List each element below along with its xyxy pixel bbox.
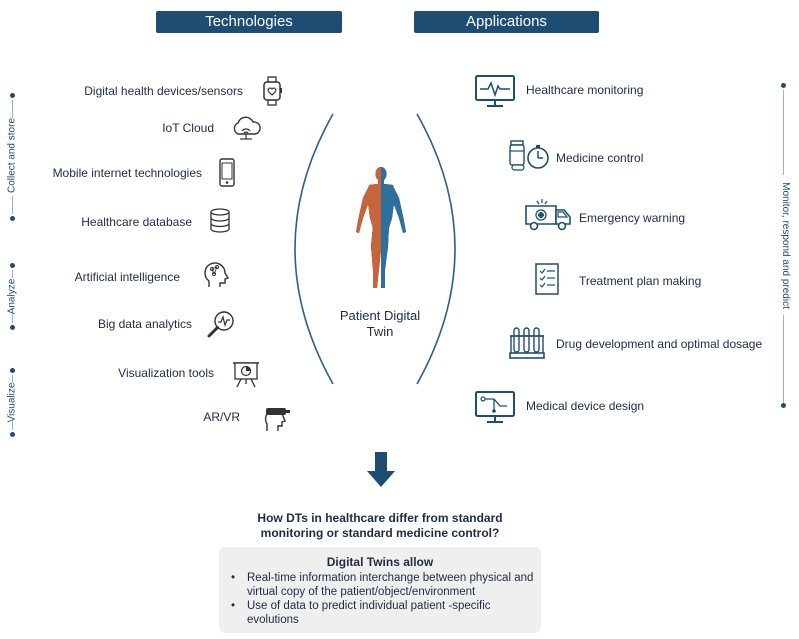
tech-item-label: Mobile internet technologies [52,166,202,180]
checklist-icon [535,263,559,295]
app-item-label: Healthcare monitoring [526,83,644,97]
pdt-line1: Patient Digital [339,308,421,323]
magnifier-chart-icon [207,311,234,338]
phase-line [12,196,13,214]
tech-item-label: Healthcare database [81,215,192,229]
cloud-wifi-icon [233,116,261,140]
phase-line [783,315,784,403]
app-item-label: Medical device design [526,399,645,413]
phase-dot [10,263,15,268]
vr-headset-icon [264,408,290,431]
pdt-line2: Twin [366,324,394,339]
box-bullet-list: Real-time information interchange betwee… [229,571,534,627]
phase-line [12,313,13,323]
down-arrow-icon [367,452,395,487]
tech-item-label: Big data analytics [97,317,192,331]
phase-dot [10,432,15,437]
ambulance-icon [525,199,571,231]
device-design-monitor-icon [475,391,515,423]
technologies-header: Technologies [156,11,342,33]
tech-item-label: Artificial intelligence [74,270,180,284]
human-body-icon [356,167,406,288]
phase-dot [781,403,786,408]
phase-dot [10,93,15,98]
tech-item-label: Digital health devices/sensors [84,84,243,98]
heart-monitor-icon [475,75,515,107]
box-bullet-item: Real-time information interchange betwee… [229,571,534,599]
phase-line [12,100,13,118]
smartphone-icon [219,158,235,187]
phase-dot [10,368,15,373]
ai-head-icon [204,262,230,287]
app-item-label: Drug development and optimal dosage [556,337,763,351]
technologies-list: Digital health devices/sensors IoT Cloud… [0,0,243,450]
box-title: Digital Twins allow [326,555,434,569]
question-text: How DTs in healthcare differ from standa… [230,511,530,541]
phase-dot [10,325,15,330]
tech-item-label: Visualization tools [118,366,214,380]
medicine-timer-icon [509,140,549,171]
phase-dot [10,216,15,221]
database-icon [210,208,230,233]
tech-item-label: AR/VR [203,410,240,424]
question-line2: monitoring or standard medicine control? [260,526,500,540]
tech-item-label: IoT Cloud [162,121,214,135]
phase-line [12,420,13,430]
app-item-label: Emergency warning [579,211,686,225]
app-item-label: Medicine control [556,151,644,165]
phase-line [12,270,13,278]
app-item-label: Treatment plan making [579,274,702,288]
phase-line [783,90,784,175]
presentation-board-icon [233,362,259,388]
phase-line [12,375,13,383]
phase-monitor-respond-predict: Monitor, respond and predict [780,182,791,309]
digital-twins-allow-box: Digital Twins allow Real-time informatio… [219,547,541,633]
twin-bracket-arcs [294,113,456,385]
box-bullet-item: Use of data to predict individual patien… [229,599,534,627]
question-line1: How DTs in healthcare differ from standa… [257,511,503,525]
applications-header: Applications [414,11,599,33]
patient-digital-twin-label: Patient Digital Twin [320,308,440,340]
test-tubes-icon [509,327,545,359]
phase-dot [781,83,786,88]
smartwatch-icon [263,76,282,106]
